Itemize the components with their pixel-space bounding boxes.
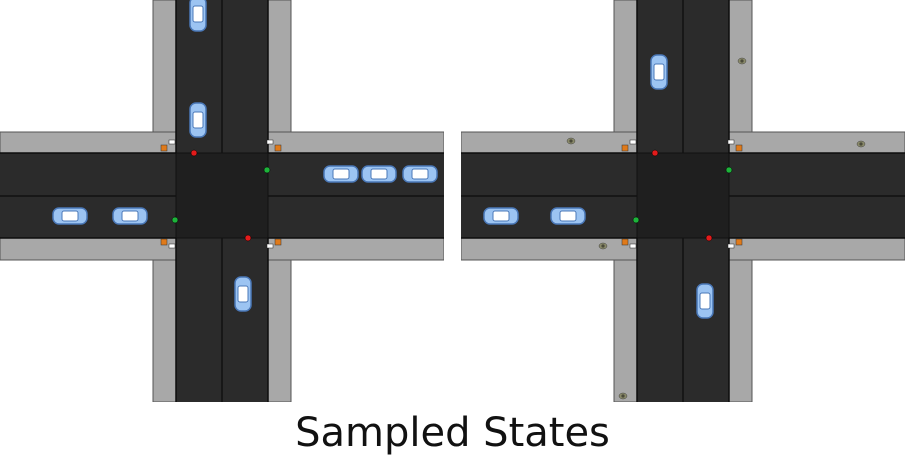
pedestrian-signal-icon xyxy=(274,238,282,246)
sampled-state-right xyxy=(461,0,905,402)
crosswalk-sign-icon xyxy=(168,243,176,249)
pedestrian-signal-icon xyxy=(160,238,168,246)
pedestrian-icon xyxy=(856,140,866,148)
car-icon xyxy=(189,102,207,138)
car-icon xyxy=(323,165,359,183)
figure-caption: Sampled States xyxy=(295,410,610,456)
crosswalk-sign-icon xyxy=(266,139,274,145)
traffic-light-green-icon xyxy=(263,166,271,174)
crosswalk-sign-icon xyxy=(168,139,176,145)
pedestrian-signal-icon xyxy=(735,238,743,246)
intersection-box xyxy=(636,152,730,239)
traffic-light-red-icon xyxy=(651,149,659,157)
pedestrian-icon xyxy=(618,392,628,400)
crosswalk-sign-icon xyxy=(266,243,274,249)
traffic-light-green-icon xyxy=(725,166,733,174)
crosswalk-sign-icon xyxy=(727,243,735,249)
crosswalk-sign-icon xyxy=(629,243,637,249)
pedestrian-icon xyxy=(737,57,747,65)
traffic-light-red-icon xyxy=(244,234,252,242)
crosswalk-sign-icon xyxy=(727,139,735,145)
car-icon xyxy=(650,54,668,90)
car-icon xyxy=(361,165,397,183)
pedestrian-icon xyxy=(598,242,608,250)
intersection-scene-2 xyxy=(461,0,905,402)
car-icon xyxy=(402,165,438,183)
pedestrian-icon xyxy=(566,137,576,145)
pedestrian-signal-icon xyxy=(621,238,629,246)
intersection-box xyxy=(175,152,269,239)
pedestrian-signal-icon xyxy=(621,144,629,152)
traffic-light-red-icon xyxy=(705,234,713,242)
traffic-light-green-icon xyxy=(171,216,179,224)
pedestrian-signal-icon xyxy=(274,144,282,152)
pedestrian-signal-icon xyxy=(735,144,743,152)
car-icon xyxy=(550,207,586,225)
car-icon xyxy=(696,283,714,319)
traffic-light-green-icon xyxy=(632,216,640,224)
intersection-scene-1 xyxy=(0,0,444,402)
car-icon xyxy=(234,276,252,312)
sampled-state-left xyxy=(0,0,444,402)
crosswalk-sign-icon xyxy=(629,139,637,145)
car-icon xyxy=(483,207,519,225)
car-icon xyxy=(112,207,148,225)
pedestrian-signal-icon xyxy=(160,144,168,152)
car-icon xyxy=(52,207,88,225)
car-icon xyxy=(189,0,207,32)
traffic-light-red-icon xyxy=(190,149,198,157)
